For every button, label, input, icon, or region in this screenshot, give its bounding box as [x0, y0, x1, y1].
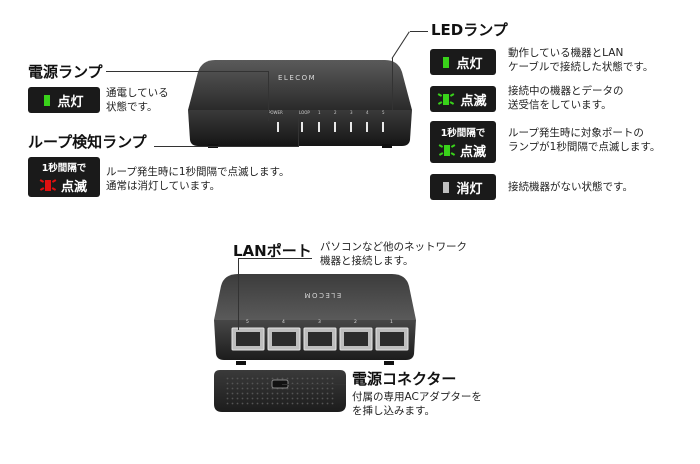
led-lamp-leader-v — [392, 58, 394, 110]
switch-front-view — [188, 60, 412, 148]
lan-port-leader-v — [238, 258, 240, 330]
led-state-off-badge: 消灯 — [430, 174, 496, 200]
switch-side-view — [214, 370, 346, 412]
power-connector-title: 電源コネクター — [352, 370, 457, 388]
led-state-off-desc: 接続機器がない状態です。 — [508, 181, 633, 193]
loop-lamp-badge-prefix: 1秒間隔で — [41, 162, 87, 174]
device-label-3: 3 — [350, 110, 353, 115]
lan-port-desc: パソコンなど他のネットワーク 機器と接続します。 — [320, 241, 467, 267]
led-state-blink-badge: 点滅 — [430, 86, 496, 112]
port-number-4: 4 — [282, 320, 285, 325]
loop-lamp-leader-h — [154, 146, 298, 148]
led-state-off-label: 消灯 — [456, 181, 483, 197]
power-lamp-badge: 点灯 — [28, 87, 100, 113]
power-connector-leader — [282, 384, 346, 386]
power-led-icon — [44, 94, 51, 106]
port-number-2: 2 — [354, 320, 357, 325]
led-loop-blink-icon — [438, 143, 456, 157]
device-label-power: POWER — [268, 110, 283, 115]
device-label-2: 2 — [334, 110, 337, 115]
led-state-on-badge: 点灯 — [430, 49, 496, 75]
port-number-1: 1 — [390, 320, 393, 325]
led-on-icon — [443, 56, 450, 68]
loop-lamp-title: ループ検知ランプ — [28, 133, 147, 151]
led-lamp-title: LEDランプ — [431, 21, 508, 39]
rear-brand-logo: ELECOM — [303, 291, 342, 299]
power-lamp-title: 電源ランプ — [28, 63, 103, 81]
device-label-4: 4 — [366, 110, 369, 115]
led-state-blink-label: 点滅 — [460, 93, 487, 109]
led-state-blink-desc: 接続中の機器とデータの 送受信をしています。 — [508, 85, 624, 111]
lan-port-title: LANポート — [233, 242, 312, 260]
port-number-5: 5 — [246, 320, 249, 325]
device-label-5: 5 — [382, 110, 385, 115]
led-state-loop-prefix: 1秒間隔で — [440, 127, 486, 139]
loop-lamp-leader-v — [298, 118, 300, 147]
loop-lamp-badge-label: 点滅 — [60, 179, 87, 195]
led-state-loop-badge: 1秒間隔で 点滅 — [430, 121, 496, 163]
power-lamp-leader-h — [106, 71, 268, 73]
led-state-loop-desc: ループ発生時に対象ポートの ランプが1秒間隔で点滅します。 — [508, 127, 661, 153]
lan-port-leader-h — [238, 258, 312, 260]
power-lamp-badge-label: 点灯 — [57, 94, 84, 110]
led-lamp-leader-h — [410, 31, 428, 33]
led-state-on-label: 点灯 — [456, 56, 483, 72]
loop-lamp-badge-row: 点滅 — [39, 176, 87, 195]
loop-lamp-desc: ループ発生時に1秒間隔で点滅します。 通常は消灯しています。 — [106, 166, 290, 192]
led-state-on-desc: 動作している機器とLAN ケーブルで接続した状態です。 — [508, 47, 654, 73]
led-state-loop-row: 点滅 — [438, 141, 486, 160]
device-brand-logo: ELECOM — [278, 74, 317, 82]
loop-led-blink-icon — [39, 178, 57, 192]
loop-lamp-badge: 1秒間隔で 点滅 — [28, 157, 100, 197]
power-lamp-leader-v — [268, 71, 270, 121]
switch-rear-view — [214, 274, 416, 365]
device-label-loop: LOOP — [299, 110, 310, 115]
device-label-1: 1 — [318, 110, 321, 115]
led-blink-icon — [438, 92, 455, 106]
power-lamp-desc: 通電している 状態です。 — [106, 87, 169, 113]
led-off-icon — [443, 181, 450, 193]
led-state-loop-label: 点滅 — [459, 144, 486, 160]
port-number-3: 3 — [318, 320, 321, 325]
power-connector-desc: 付属の専用ACアダプターを を挿し込みます。 — [352, 391, 482, 417]
